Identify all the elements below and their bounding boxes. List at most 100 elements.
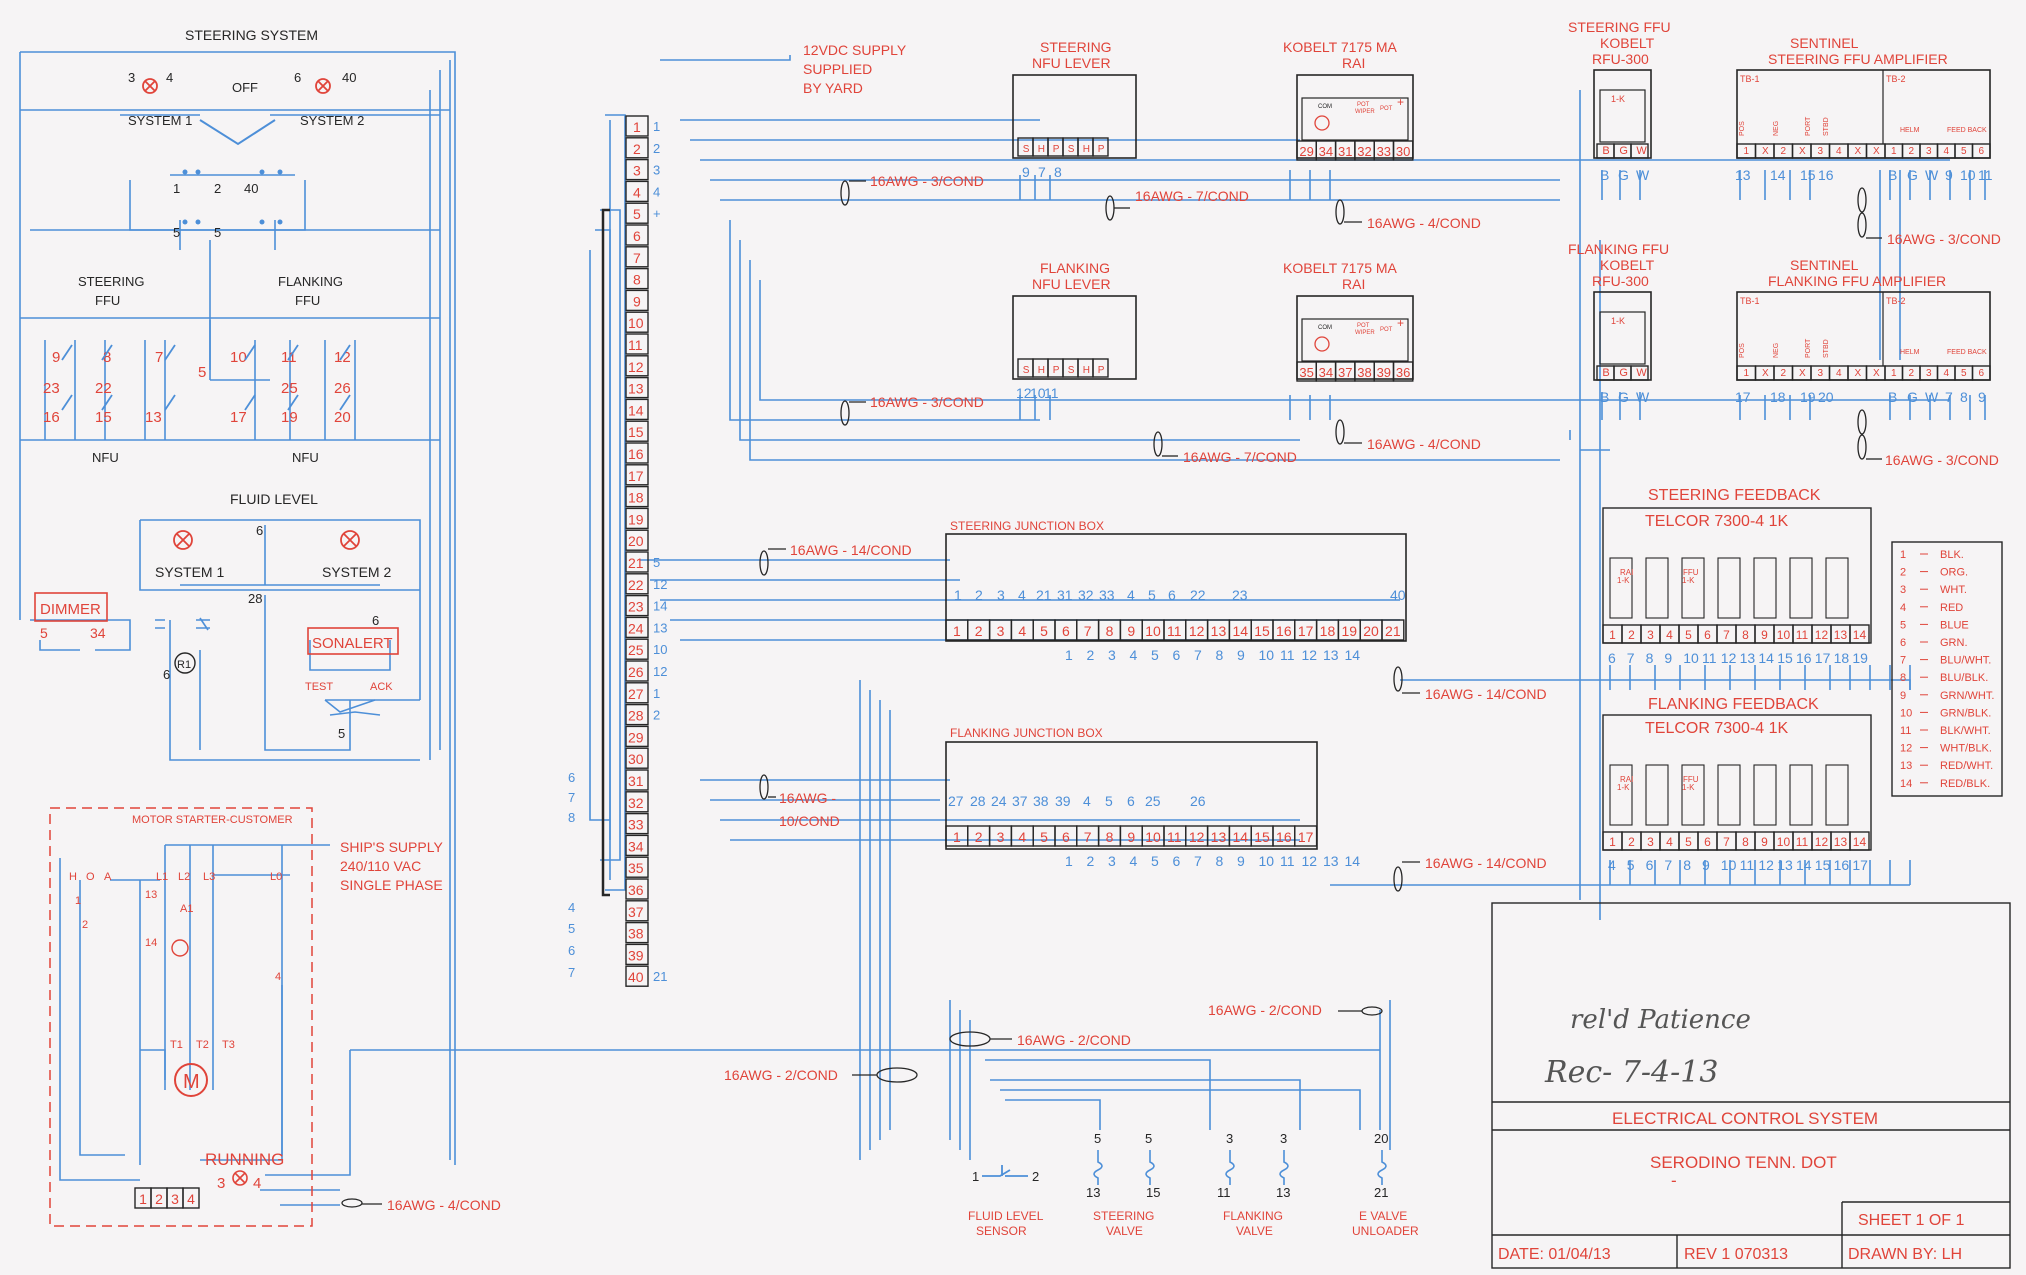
strip-wire-label: 12: [653, 664, 667, 679]
strip-terminal-cell: [625, 464, 649, 486]
fv-term-d: 13: [1276, 1185, 1290, 1200]
ffu-bottom-num: 15: [95, 409, 112, 426]
ffu-mid-num: 25: [281, 380, 298, 397]
flanking_jb-terminal: 2: [975, 829, 983, 845]
flanking-ffu-label-1: FLANKING: [278, 274, 343, 289]
flanking_jb-cell: [1294, 825, 1318, 847]
steering_jb-bottom-wire: 5: [1151, 647, 1159, 663]
steering_jb-bottom-wire: 4: [1130, 647, 1138, 663]
steering_amp-wire: 10: [1960, 167, 1976, 183]
handwritten-received-date: Rec- 7-4-13: [1544, 1055, 1718, 1090]
kobelt_mid-terminal: 38: [1357, 365, 1371, 380]
cable-label-c2: 16AWG - 7/COND: [1135, 188, 1249, 204]
selector-switch-arms: [199, 119, 276, 146]
fluid-node-28: 28: [248, 591, 262, 606]
kobelt_mid-inner-pot: POT: [1357, 323, 1370, 329]
steering_ffu_box-inner-box: [1599, 89, 1646, 143]
steering_jb-terminal: 18: [1320, 623, 1336, 639]
flanking-feedback: FLANKING FEEDBACK TELCOR 7300-4 1K RAI1-…: [1602, 696, 1872, 873]
steering-system-title: STEERING SYSTEM: [185, 27, 318, 43]
contact-num-2: 2: [214, 181, 221, 196]
strip-terminal-number: 22: [628, 577, 644, 593]
legend-number: 1: [1900, 549, 1906, 561]
steering_amp-tb2-terminal: 4: [1943, 146, 1949, 157]
hoa-h: H: [69, 871, 77, 883]
fnfu-terminal: H: [1083, 365, 1090, 376]
legend-number: 5: [1900, 619, 1906, 631]
meter-icon: [1314, 115, 1330, 131]
flanking_feedback-pot-box: [1645, 764, 1669, 826]
running-term-3: 3: [217, 1175, 225, 1192]
strip-terminal-number: 17: [628, 468, 644, 484]
steering_amp-wire: 9: [1945, 167, 1953, 183]
strip-wire-label: 10: [653, 642, 667, 657]
strip-terminal-cell: [625, 573, 649, 595]
flanking_feedback-ffu-label: FFU: [1683, 775, 1699, 784]
cable-label-c11: 16AWG - 14/COND: [1425, 686, 1547, 702]
ffu-bottom-num: 16: [43, 409, 60, 426]
steering_jb-terminal: 17: [1298, 623, 1314, 639]
steering_ffu_box-wire: W: [1636, 167, 1650, 183]
strip-terminal-cell: [625, 246, 649, 268]
flanking_feedback-wire: 10: [1721, 857, 1737, 873]
ms-label-t3: T3: [222, 1039, 235, 1051]
flanking_amp-inner-label: HELM: [1900, 349, 1920, 356]
strip-terminal-cell: [625, 616, 649, 639]
steering_jb-top-wire: 33: [1099, 587, 1115, 603]
flanking_feedback-terminal: 10: [1777, 835, 1791, 849]
strip-terminal-number: 29: [628, 729, 644, 745]
steering_jb-top-wire: 5: [1148, 587, 1156, 603]
contact-num-5a: 5: [173, 225, 180, 240]
steering_feedback-rai-label: RAI: [1620, 568, 1633, 577]
strip-wire-label: 5: [653, 555, 660, 570]
flanking_jb-terminal: 7: [1084, 829, 1092, 845]
ms-label-t1: T1: [170, 1039, 183, 1051]
fluid-sensor-label-2: SENSOR: [976, 1224, 1027, 1238]
ffu-top-num: 8: [103, 349, 111, 366]
flanking_jb-top-wire: 27: [948, 793, 964, 809]
steering_feedback-wire: 10: [1683, 650, 1699, 666]
kobelt_mid-inner-com: COM: [1318, 325, 1332, 331]
strip-terminal-number: 35: [628, 860, 644, 876]
flanking_feedback-wire: 14: [1796, 857, 1812, 873]
steering_jb-top-wire: 1: [954, 587, 962, 603]
fluid-sensor-term-2: 2: [1032, 1169, 1039, 1184]
flanking_amp-tb1-terminal: 2: [1780, 368, 1786, 379]
steering_amp-tb1-terminal: X: [1799, 146, 1806, 157]
strip-terminal-cell: [625, 289, 649, 312]
legend-color: RED: [1940, 602, 1963, 614]
strip-terminal-number: 39: [628, 947, 644, 963]
flanking_jb-bottom-wire: 3: [1108, 853, 1116, 869]
unloader-term-20: 20: [1374, 1131, 1388, 1146]
strip-left-wire-label: 4: [568, 900, 575, 915]
legend-number: 8: [1900, 672, 1906, 684]
legend-number: 3: [1900, 584, 1906, 596]
steering_feedback-wire: 18: [1834, 650, 1850, 666]
strip-terminal-cell: [625, 856, 649, 878]
steering_feedback-terminal: 1: [1609, 628, 1616, 642]
lamp1-term-a: 3: [128, 70, 135, 85]
sffu-title-2: KOBELT: [1600, 35, 1655, 51]
ms-label-4: 4: [275, 971, 281, 983]
date-field: DATE: 01/04/13: [1498, 1246, 1611, 1263]
kobelt-mid-title-1: KOBELT 7175 MA: [1283, 260, 1398, 276]
flanking_amp-tb2-terminal: 1: [1891, 368, 1897, 379]
flanking_jb-bottom-wire: 14: [1345, 853, 1361, 869]
hoa-a: A: [104, 871, 112, 883]
steering_jb-bottom-wire: 7: [1194, 647, 1202, 663]
ms-terminal: 3: [171, 1191, 179, 1207]
flanking_amp-tb1-label: TB-1: [1740, 296, 1760, 306]
fluid-level-title: FLUID LEVEL: [230, 491, 318, 507]
strip-terminal-cell: [625, 355, 649, 377]
strip-terminal-cell: [625, 485, 649, 508]
sffu-title-1: STEERING FFU: [1568, 19, 1671, 35]
motor-icon: [174, 1063, 208, 1097]
steering-nfu-title-1: STEERING: [1040, 39, 1112, 55]
legend-color: BLU/WHT.: [1940, 655, 1991, 667]
steering_ffu_box-wire: G: [1618, 167, 1629, 183]
flanking_feedback-wire: 8: [1683, 857, 1691, 873]
kobelt_mid-cell: [1392, 361, 1414, 382]
strip-terminal-cell: [625, 878, 649, 900]
kobelt_top-inner-box: [1301, 97, 1409, 141]
